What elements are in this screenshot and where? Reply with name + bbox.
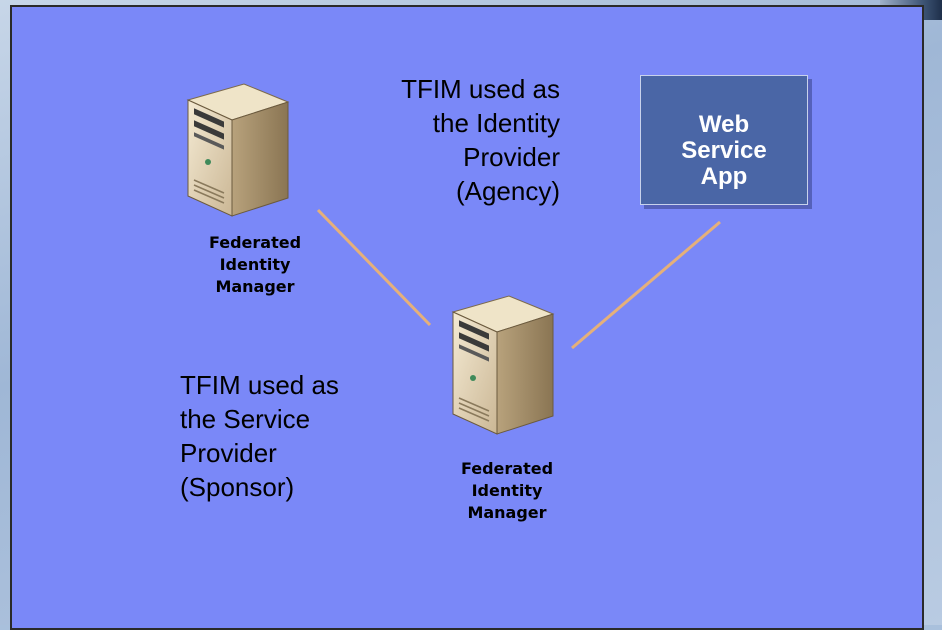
idp-description: TFIM used as the Identity Provider (Agen… — [401, 74, 560, 206]
server-caption-service-provider: Federated Identity Manager — [460, 459, 554, 522]
sp-description: TFIM used as the Service Provider (Spons… — [180, 370, 339, 502]
connector-sp-to-app — [571, 220, 721, 350]
web-service-app-label: Web Service App — [681, 111, 767, 190]
server-caption-identity-provider: Federated Identity Manager — [208, 233, 302, 296]
server-icon-identity-provider — [180, 80, 300, 220]
web-service-app-box: Web Service App — [640, 75, 808, 205]
connector-idp-to-sp — [316, 208, 432, 327]
server-icon-service-provider — [445, 292, 565, 442]
